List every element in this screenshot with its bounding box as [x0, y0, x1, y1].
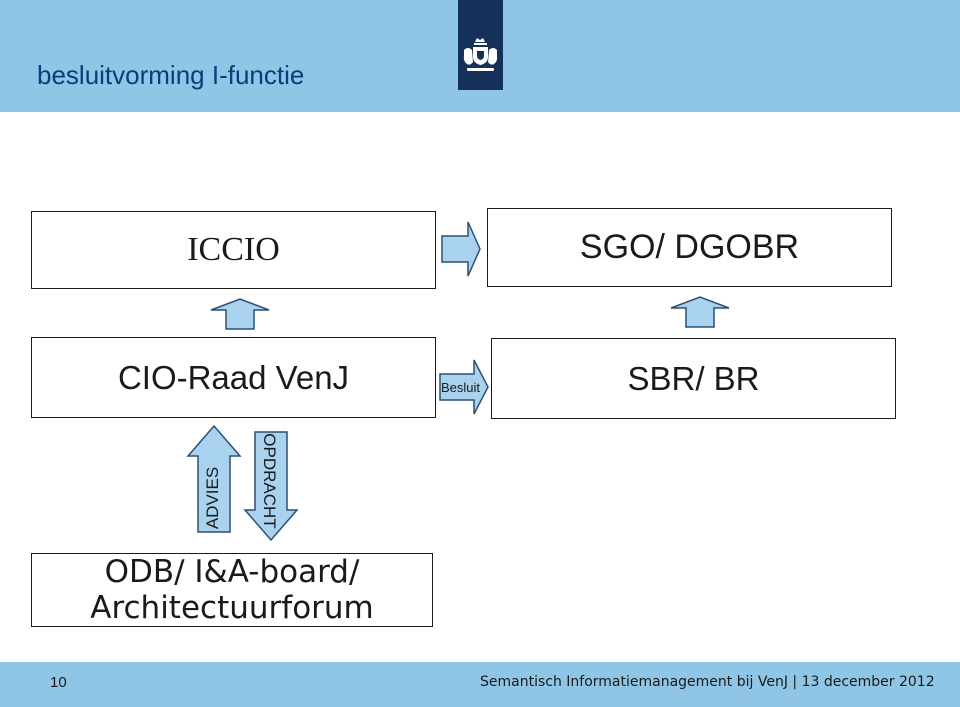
cio-to-iccio-arrow: [210, 298, 270, 330]
odb-label-line1: ODB/ I&A-board/: [104, 554, 360, 590]
page-number: 10: [50, 674, 67, 691]
odb-label-line2: Architectuurforum: [90, 590, 374, 626]
sgo-dgobr-label: SGO/ DGOBR: [579, 228, 800, 266]
besluit-arrow: [439, 359, 489, 415]
footer-text: Semantisch Informatiemanagement bij VenJ…: [480, 674, 935, 690]
iccio-to-sgo-arrow: [441, 221, 481, 277]
advies-arrow: [186, 424, 242, 533]
sbr-br-box: SBR/ BR: [491, 338, 896, 419]
opdracht-label: OPDRACHT: [260, 433, 279, 529]
rijksoverheid-crest-icon: [458, 0, 503, 90]
sbr-br-label: SBR/ BR: [627, 359, 760, 397]
opdracht-arrow: [243, 431, 299, 542]
cio-raad-box: CIO-Raad VenJ: [31, 337, 436, 418]
sgo-dgobr-box: SGO/ DGOBR: [487, 208, 892, 287]
cio-raad-label: CIO-Raad VenJ: [117, 358, 350, 396]
besluit-label: Besluit: [441, 380, 481, 395]
footer-bar: [0, 662, 960, 707]
odb-architectuurforum-box: ODB/ I&A-board/ Architectuurforum: [31, 553, 433, 627]
advies-label: ADVIES: [203, 466, 222, 530]
iccio-label: ICCIO: [187, 231, 280, 268]
iccio-box: ICCIO: [31, 211, 436, 289]
slide-title: besluitvorming I-functie: [37, 60, 305, 90]
sbr-to-sgo-arrow: [670, 296, 730, 328]
